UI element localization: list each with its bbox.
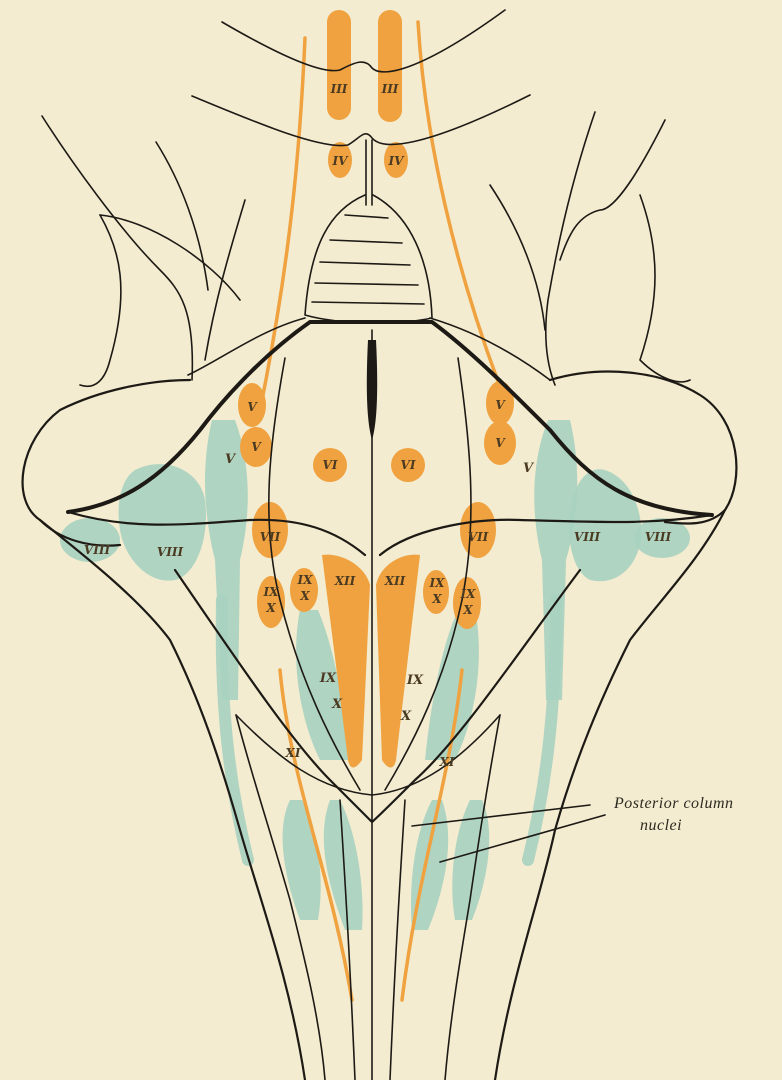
label-vii-right: VII <box>468 530 489 544</box>
peduncle-outline-left-3 <box>80 215 121 386</box>
label-x-left-inner: X <box>299 589 310 603</box>
nerve-labels: III III IV IV V V V V V V VI VI VII VII … <box>84 82 672 769</box>
label-x-right-outer: X <box>462 603 473 617</box>
oculomotor-nucleus-left <box>327 10 351 120</box>
posterior-column-line-right <box>390 800 405 1080</box>
caption-line-2: nuclei <box>640 817 682 834</box>
label-xii-right: XII <box>384 574 406 588</box>
label-ix-sensory-right: IX <box>406 673 424 688</box>
label-ix-sensory-left: IX <box>319 671 337 686</box>
peduncle-outline-right-2 <box>560 120 665 260</box>
label-iv-right: IV <box>388 154 406 168</box>
label-x-left-outer: X <box>265 601 276 615</box>
label-xi-right: XI <box>439 755 455 769</box>
label-viii-right-outer: VIII <box>645 530 672 544</box>
label-ix-right-inner: IX <box>429 576 446 590</box>
vestibular-area-left <box>119 464 206 581</box>
label-x-right-inner: X <box>431 592 442 606</box>
label-viii-right-inner: VIII <box>574 530 601 544</box>
label-ix-left-inner: IX <box>297 573 314 587</box>
median-eminence-mark <box>367 340 377 440</box>
label-iii-left: III <box>330 82 348 96</box>
peduncle-outline-right-1 <box>546 112 595 385</box>
peduncle-outline-right-4 <box>490 185 545 330</box>
label-x-sensory-left: X <box>331 697 343 712</box>
peduncle-outline-left-5 <box>188 318 305 375</box>
cerebral-aqueduct <box>366 140 372 205</box>
peduncle-outline-right-3 <box>640 195 690 382</box>
midbrain-lower-outline <box>192 95 530 146</box>
label-viii-left-inner: VIII <box>157 545 184 559</box>
sensory-tract-right <box>528 600 556 860</box>
sensory-nuclei <box>60 420 690 930</box>
label-vii-left: VII <box>260 530 281 544</box>
label-xii-left: XII <box>334 574 356 588</box>
label-viii-left-outer: VIII <box>84 543 111 557</box>
vestibular-area-right <box>569 469 641 581</box>
label-iv-left: IV <box>332 154 350 168</box>
caption-block: Posterior column nuclei <box>613 795 734 834</box>
label-v-sensory-right: V <box>523 461 535 476</box>
label-iii-right: III <box>381 82 399 96</box>
label-vi-right: VI <box>401 458 416 472</box>
peduncle-outline-left-6 <box>205 200 245 360</box>
posterior-column-nucleus-left-outer <box>283 800 321 920</box>
motor-tract-left <box>262 38 305 400</box>
label-vi-left: VI <box>323 458 338 472</box>
midbrain-upper-outline <box>222 10 505 72</box>
label-ix-left-outer: IX <box>263 585 280 599</box>
peduncle-outline-left-1 <box>42 116 192 380</box>
peduncle-outline-left-2 <box>156 142 208 290</box>
label-xi-left: XI <box>285 746 301 760</box>
oculomotor-nucleus-right <box>378 10 402 122</box>
label-x-sensory-right: X <box>400 709 412 724</box>
caption-line-1: Posterior column <box>613 795 734 812</box>
label-ix-right-outer: IX <box>460 587 477 601</box>
